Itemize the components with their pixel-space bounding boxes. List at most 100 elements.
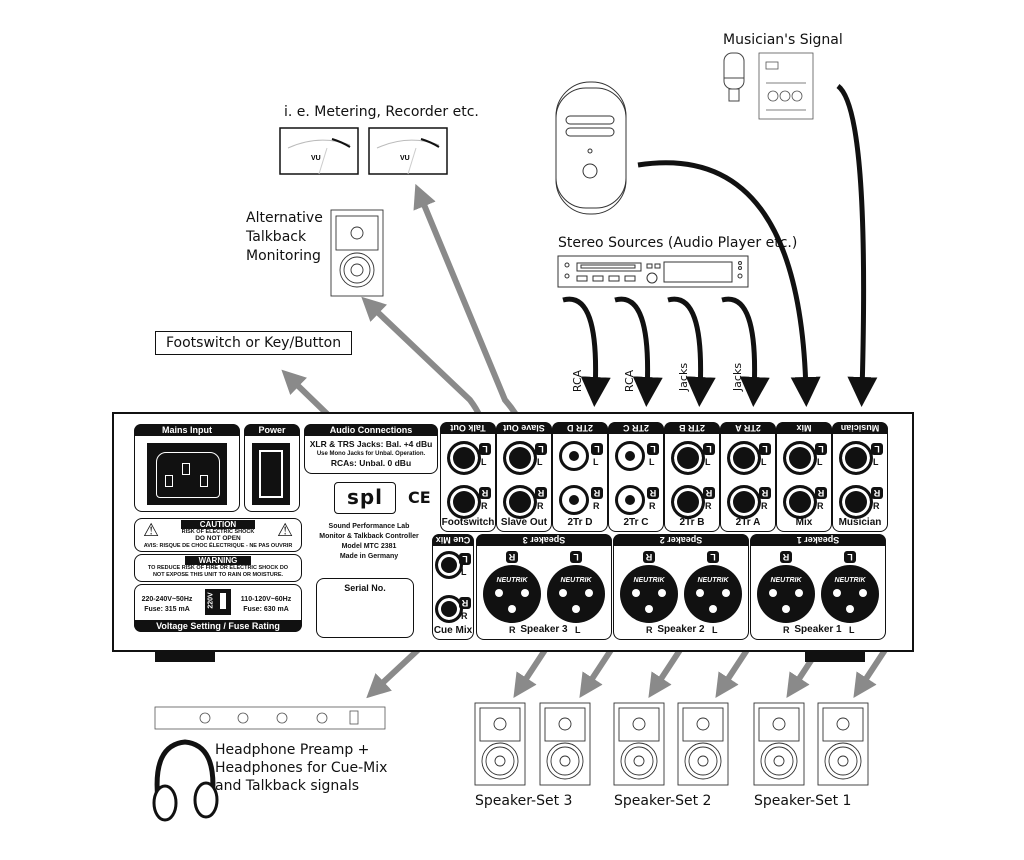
jack-section-label: Mix [795,517,813,528]
jack-section-label: 2Tr A [735,517,761,528]
jack-section-label: Footswitch [441,517,495,528]
channel-label-r: R [761,501,768,511]
cable-2tr-a [721,296,770,407]
channel-label-r: R [705,501,712,511]
neutrik-brand: NEUTRIK [496,577,528,584]
xlr-l-connector[interactable]: NEUTRIK [684,565,742,623]
speaker-section-header: Speaker 1 [750,534,886,546]
rca-l-connector[interactable] [559,441,589,471]
jack-section-label: 2Tr D [567,517,593,528]
serial-label: Serial No. [344,583,386,593]
maker-line: Model MTC 2381 [341,543,397,550]
speaker-set-2-icon [613,702,729,786]
jack-section-label: Slave Out [500,517,548,528]
jack-l-connector[interactable] [447,441,481,475]
speaker-set-3-label: Speaker-Set 3 [475,793,573,809]
channel-label-l: L [873,457,879,467]
xlr-r-connector[interactable]: NEUTRIK [757,565,815,623]
neutrik-brand: NEUTRIK [560,577,592,584]
jack-l-connector[interactable] [839,441,873,475]
channel-badge-l: L [591,443,603,455]
channel-label-r: R [649,501,656,511]
rca-r-connector[interactable] [615,485,645,515]
xlr-r-connector[interactable]: NEUTRIK [483,565,541,623]
caution-line2: DO NOT OPEN [195,535,241,542]
jack-section-header: 2TR B [664,422,720,434]
cue-mix-header: Cue Mix [432,534,474,546]
xlr-l-connector[interactable]: NEUTRIK [547,565,605,623]
talkback-speaker-icon [330,209,384,297]
channel-label-r: R [817,501,824,511]
speaker-section-label: Speaker 2 [657,624,705,635]
microphone-icon [723,52,745,102]
maker-line: Sound Performance Lab [328,523,410,530]
cable-type-label: Jacks [677,362,691,392]
jack-section: Talk Out L L R R Footswitch [440,422,496,532]
vu-meter-left-icon: VU [279,127,359,175]
cue-mix-section: Cue Mix L L R R Cue Mix [432,534,474,640]
channel-badge-r: R [647,487,659,499]
power-section: Power [244,424,300,512]
voltage-right-1: 110-120V~60Hz [240,596,292,603]
jack-r-connector[interactable] [783,485,817,519]
channel-badge-l: L [535,443,547,455]
power-switch[interactable] [252,443,290,505]
channel-badge-l: L [570,551,582,563]
channel-badge-r: R [506,551,518,563]
power-header: Power [244,424,300,436]
jack-r-connector[interactable] [671,485,705,519]
jack-l-connector[interactable] [671,441,705,475]
warning-line1: TO REDUCE RISK OF FIRE OR ELECTRIC SHOCK… [147,565,289,571]
jack-r-connector[interactable] [447,485,481,519]
alt-talkback-label-3: Monitoring [246,248,321,264]
channel-badge-r: R [759,487,771,499]
channel-badge-r: R [479,487,491,499]
xlr-l-connector[interactable]: NEUTRIK [821,565,879,623]
headphone-preamp-icon [154,706,386,730]
speaker-section-header: Speaker 3 [476,534,612,546]
cable-2tr-b [667,296,716,407]
jack-section-label: 2Tr B [679,517,705,528]
jack-section: Slave Out L L R R Slave Out [496,422,552,532]
speaker-section-label: Speaker 3 [520,624,568,635]
speaker-set-1-icon [753,702,869,786]
vu-text: VU [400,155,410,162]
jack-l-connector[interactable] [503,441,537,475]
cable-type-label: RCA [571,369,585,393]
channel-label-r: R [509,625,516,635]
signal-cables [562,84,878,407]
vu-text: VU [311,155,321,162]
jack-r-connector[interactable] [503,485,537,519]
spl-logo: spl [334,482,396,514]
cue-mix-r-jack[interactable] [435,595,463,623]
voltage-left-1: 220-240V~50Hz [141,596,193,603]
channel-badge-l: L [707,551,719,563]
channel-label-l: L [705,457,711,467]
channel-badge-l: L [459,553,471,565]
computer-icon [555,81,627,215]
cue-mix-l-jack[interactable] [435,551,463,579]
voltage-title: Voltage Setting / Fuse Rating [134,620,302,632]
jack-r-connector[interactable] [839,485,873,519]
voltage-selector[interactable]: 220V [205,589,231,615]
audio-conn-line: XLR & TRS Jacks: Bal. +4 dBu [309,439,433,449]
audio-connections-header: Audio Connections [304,424,438,436]
channel-label-r: R [461,611,468,621]
musicians-signal-label: Musician's Signal [723,32,843,48]
channel-label-l: L [593,457,599,467]
jack-l-connector[interactable] [783,441,817,475]
channel-badge-l: L [703,443,715,455]
neutrik-brand: NEUTRIK [834,577,866,584]
exclamation-warning-icon: ⚠ [277,520,294,541]
rear-panel: Mains Input Power Audio Connections XLR … [112,412,914,652]
jack-r-connector[interactable] [727,485,761,519]
cable-musician [836,84,878,407]
rca-r-connector[interactable] [559,485,589,515]
channel-badge-l: L [759,443,771,455]
xlr-r-connector[interactable]: NEUTRIK [620,565,678,623]
jack-section: 2TR D L L R R 2Tr D [552,422,608,532]
jack-l-connector[interactable] [727,441,761,475]
jack-section-header: 2TR C [608,422,664,434]
rca-l-connector[interactable] [615,441,645,471]
